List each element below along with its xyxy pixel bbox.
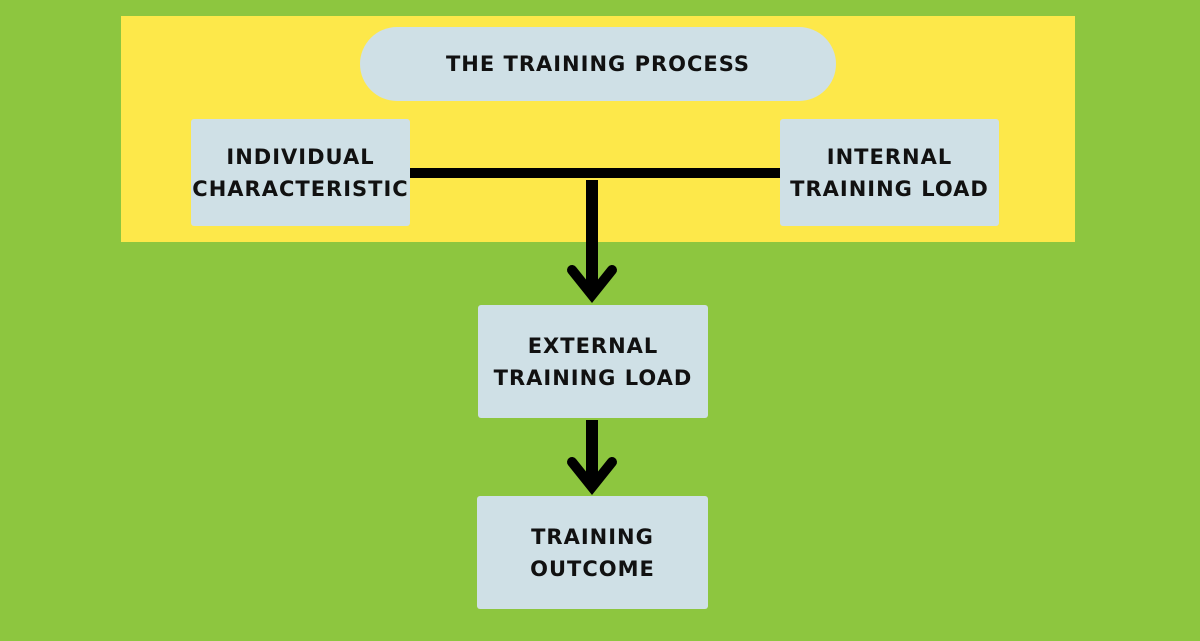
individual-characteristic-box: INDIVIDUAL CHARACTERISTIC xyxy=(191,119,410,226)
training-outcome-box: TRAINING OUTCOME xyxy=(477,496,708,609)
diagram-title: THE TRAINING PROCESS xyxy=(360,27,836,101)
arrowhead-1 xyxy=(567,265,617,304)
internal-training-load-box: INTERNAL TRAINING LOAD xyxy=(780,119,999,226)
arrowhead-2 xyxy=(567,457,617,496)
external-training-load-box: EXTERNAL TRAINING LOAD xyxy=(478,305,708,418)
